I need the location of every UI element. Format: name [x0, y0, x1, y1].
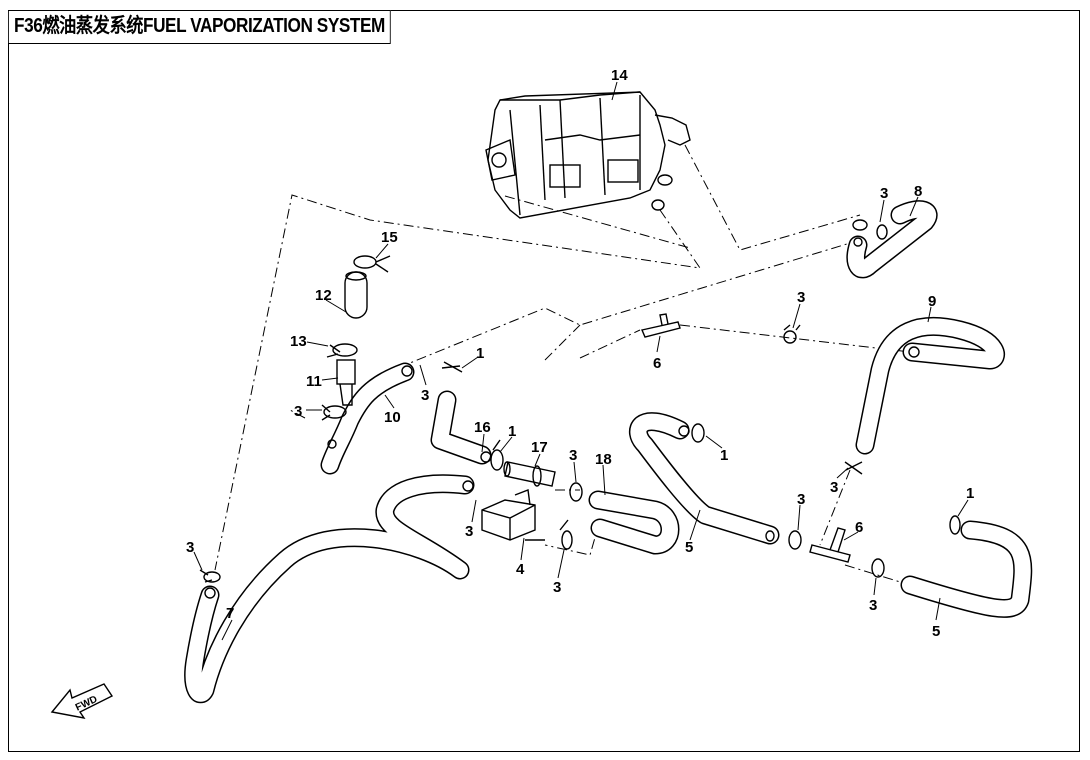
callout-3: 3	[797, 289, 805, 306]
callout-17: 17	[531, 439, 548, 456]
clip-1-left	[441, 361, 504, 471]
leader-lines	[193, 81, 969, 641]
callout-5: 5	[932, 623, 940, 640]
callout-18: 18	[595, 451, 612, 468]
tee-6-upper	[641, 313, 681, 338]
callout-3: 3	[421, 387, 429, 404]
callout-9: 9	[928, 293, 936, 310]
callout-3: 3	[797, 491, 805, 508]
page-title: F36燃油蒸发系统FUEL VAPORIZATION SYSTEM	[8, 10, 391, 44]
callout-labels: 14 15 12 13 11 3 10 3 1 16 1 17 3 18 3 4…	[186, 67, 974, 640]
fwd-label: FWD	[74, 694, 99, 714]
routing-lines	[214, 144, 911, 586]
callout-6: 6	[855, 519, 863, 536]
hose-5-right	[900, 515, 1033, 618]
callout-5: 5	[685, 539, 693, 556]
hose-8	[846, 200, 938, 279]
hose-5-center	[628, 412, 780, 545]
callout-12: 12	[315, 287, 332, 304]
callout-3: 3	[553, 579, 561, 596]
callout-3: 3	[830, 479, 838, 496]
valve-4	[481, 489, 573, 550]
callout-3: 3	[186, 539, 194, 556]
forward-arrow-icon: FWD	[50, 683, 114, 719]
callout-3: 3	[294, 403, 302, 420]
callout-7: 7	[226, 605, 234, 622]
callout-15: 15	[381, 229, 398, 246]
callout-1: 1	[720, 447, 728, 464]
hose-12-assembly	[321, 255, 391, 449]
callout-3: 3	[569, 447, 577, 464]
callout-10: 10	[384, 409, 401, 426]
callout-11: 11	[306, 373, 322, 390]
callout-4: 4	[516, 561, 525, 578]
callout-8: 8	[914, 183, 922, 200]
callout-1: 1	[966, 485, 974, 502]
callout-14: 14	[611, 67, 628, 84]
diagram-frame	[8, 10, 1080, 752]
callout-13: 13	[290, 333, 307, 350]
hose-10	[320, 362, 415, 475]
hose-9	[783, 316, 1005, 455]
callout-3: 3	[869, 597, 877, 614]
callout-3: 3	[880, 185, 888, 202]
hose-7	[184, 474, 475, 704]
callout-1: 1	[476, 345, 484, 362]
callout-16: 16	[474, 419, 491, 436]
connector-17	[503, 461, 556, 487]
charcoal-canister	[485, 91, 691, 219]
hose-18	[569, 482, 680, 555]
callout-3: 3	[465, 523, 473, 540]
callout-6: 6	[653, 355, 661, 372]
callout-1: 1	[508, 423, 516, 440]
tee-6-lower	[788, 461, 885, 578]
